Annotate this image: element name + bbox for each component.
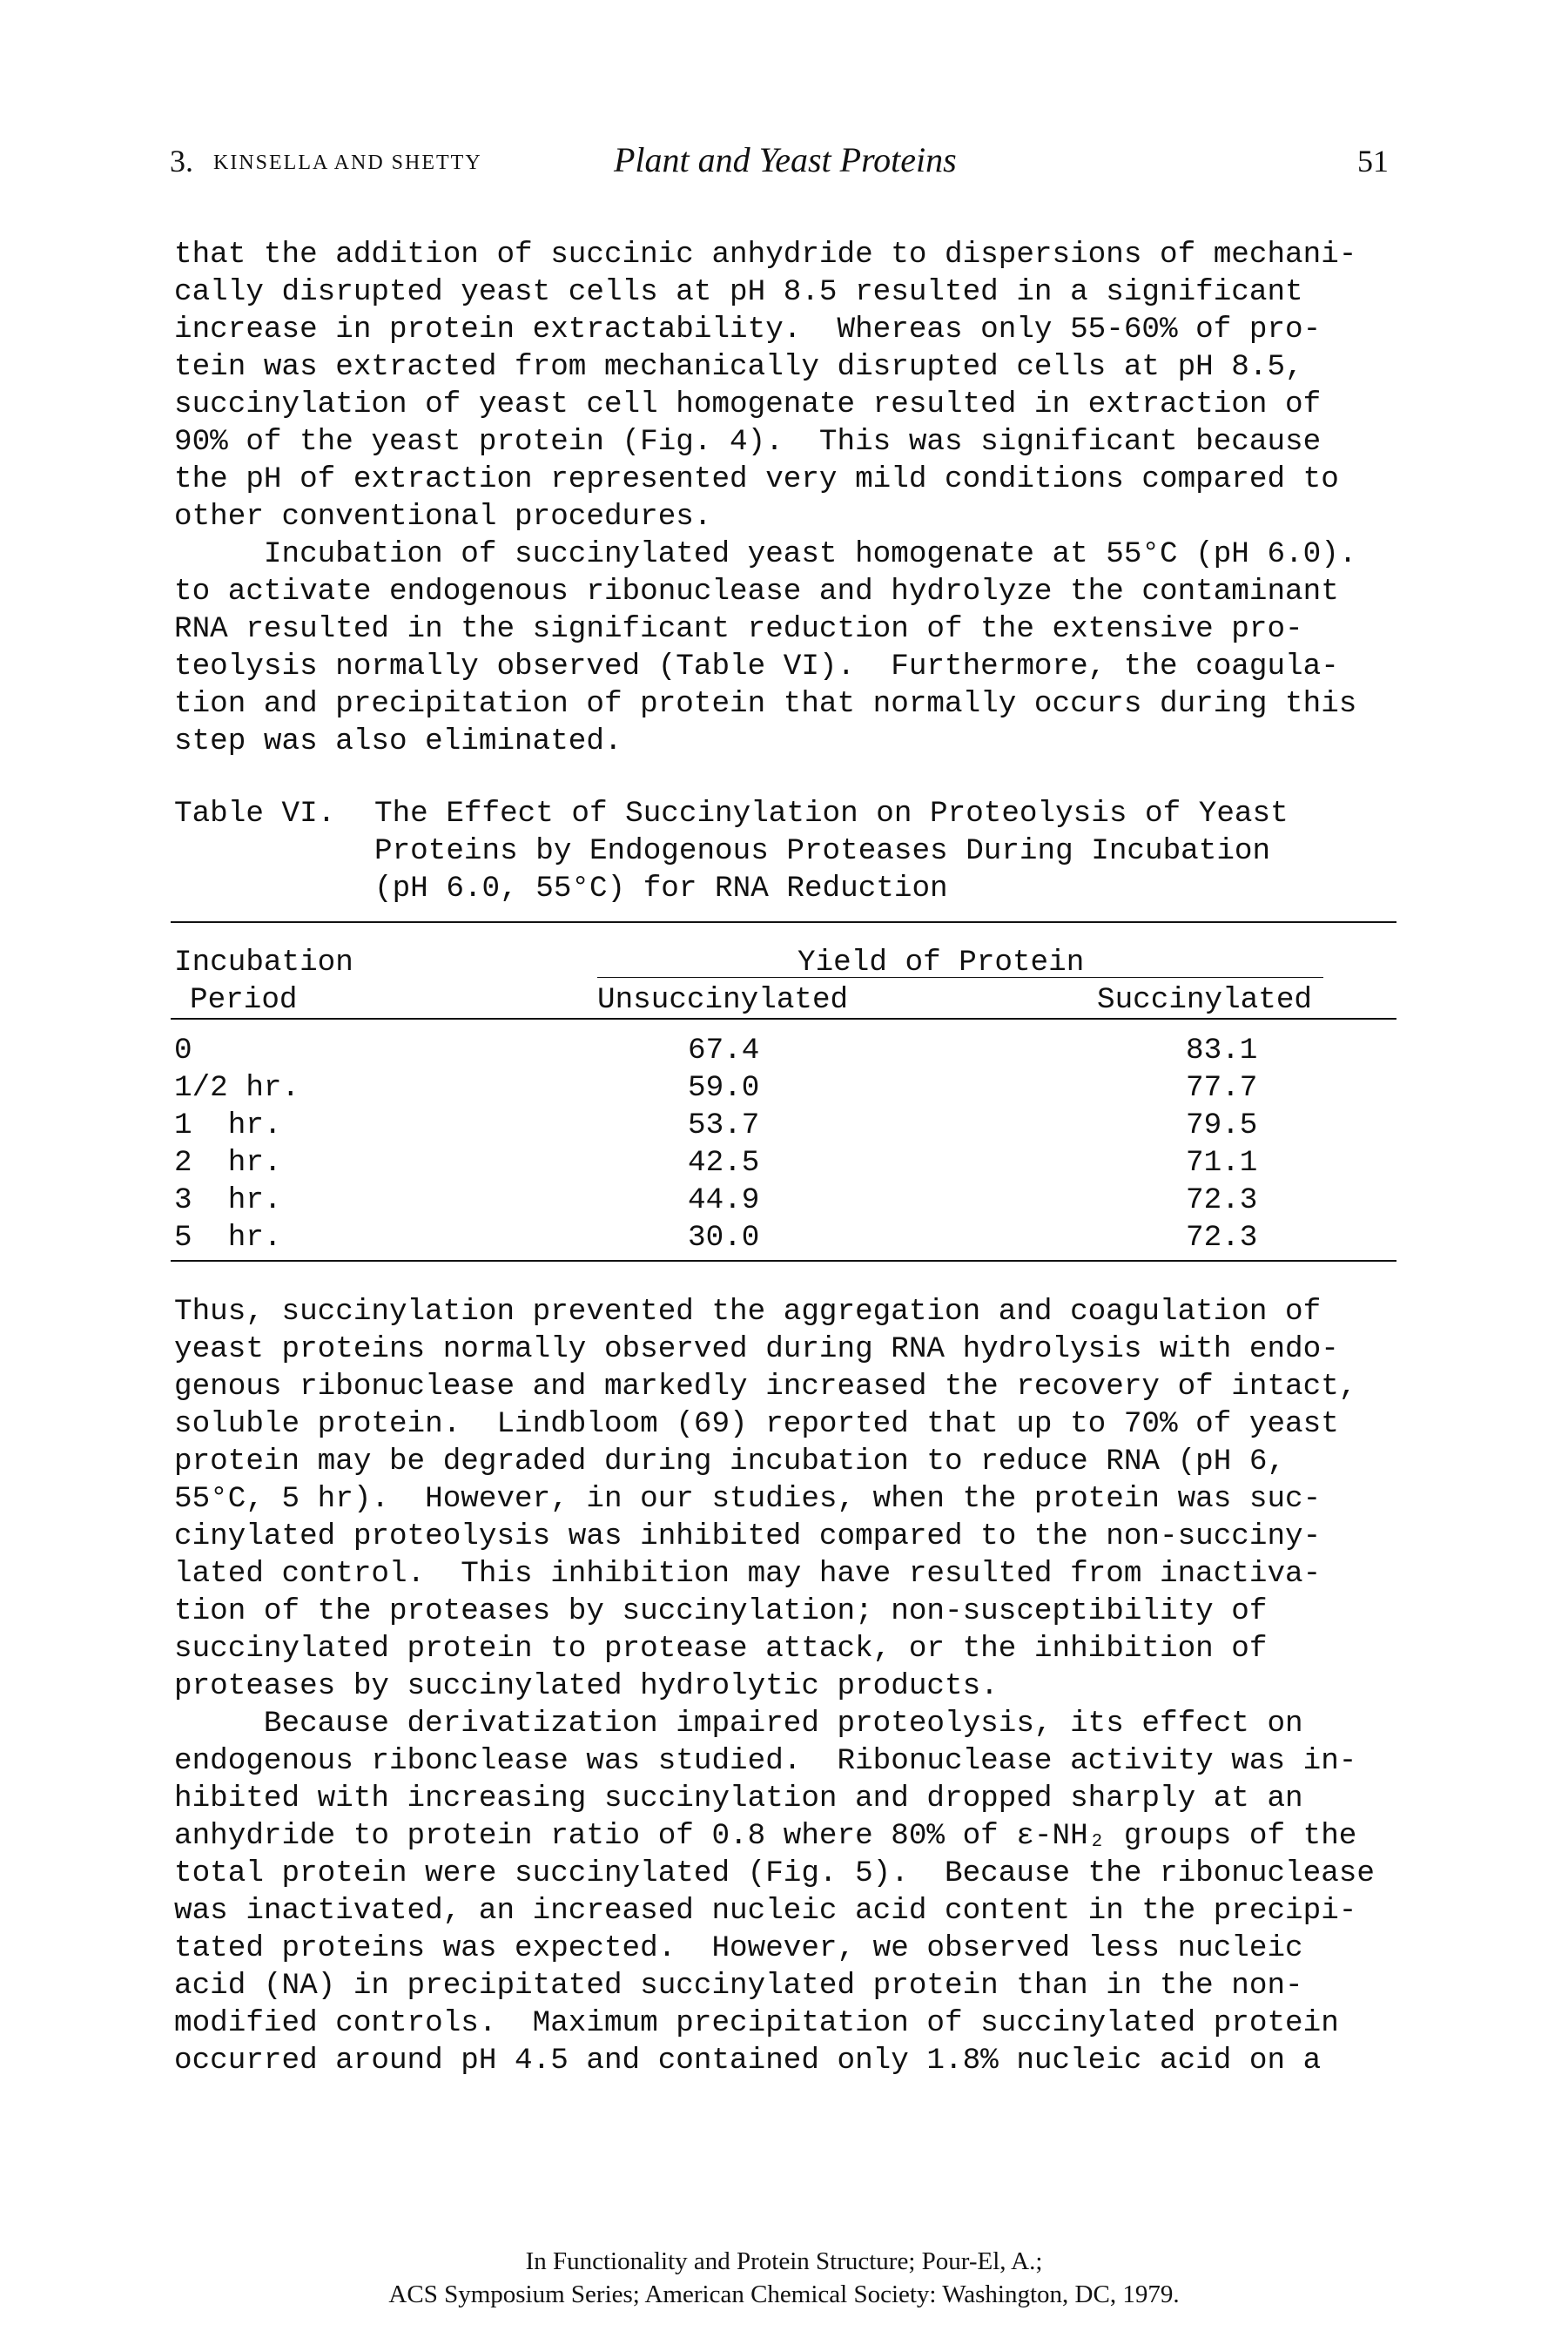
row-unsuccinylated-value: 67.4 [688, 1034, 760, 1068]
row-period: 1 hr. [174, 1108, 282, 1142]
header-succinylated: Succinylated [1097, 983, 1312, 1017]
body-paragraph-1: that the addition of succinic anhydride … [174, 238, 1357, 758]
row-period: 3 hr. [174, 1183, 282, 1217]
chapter-number: 3. [170, 144, 193, 179]
citation-line-1: In Functionality and Protein Structure; … [525, 2247, 1043, 2275]
row-succinylated-value: 83.1 [1186, 1034, 1258, 1068]
row-succinylated-value: 72.3 [1186, 1221, 1258, 1255]
row-unsuccinylated-value: 53.7 [688, 1108, 760, 1142]
running-head-authors: KINSELLA AND SHETTY [213, 152, 482, 174]
header-yield-of-protein: Yield of Protein [797, 946, 1085, 980]
table-bottom-rule [171, 1260, 1396, 1262]
row-period: 2 hr. [174, 1146, 282, 1180]
citation-line-2: ACS Symposium Series; American Chemical … [388, 2280, 1180, 2308]
header-group-rule [597, 977, 1323, 978]
table-top-rule [171, 921, 1396, 923]
table-caption-text: The Effect of Succinylation on Proteolys… [374, 797, 1289, 906]
row-period: 5 hr. [174, 1221, 282, 1255]
header-period: Period [190, 983, 298, 1017]
row-succinylated-value: 79.5 [1186, 1108, 1258, 1142]
running-head: 3. KINSELLA AND SHETTY Plant and Yeast P… [170, 139, 1389, 188]
header-unsuccinylated: Unsuccinylated [597, 983, 849, 1017]
page-number: 51 [1357, 144, 1389, 179]
row-succinylated-value: 77.7 [1186, 1071, 1258, 1105]
table-label: Table VI. [174, 797, 336, 831]
body-paragraph-2: Thus, succinylation prevented the aggreg… [174, 1295, 1375, 2078]
citation-footer: In Functionality and Protein Structure; … [0, 2245, 1568, 2311]
table-header-rule [171, 1018, 1396, 1020]
row-unsuccinylated-value: 59.0 [688, 1071, 760, 1105]
row-unsuccinylated-value: 44.9 [688, 1183, 760, 1217]
running-head-title: Plant and Yeast Proteins [614, 140, 957, 179]
row-succinylated-value: 71.1 [1186, 1146, 1258, 1180]
header-incubation: Incubation [174, 946, 353, 980]
row-succinylated-value: 72.3 [1186, 1183, 1258, 1217]
row-unsuccinylated-value: 30.0 [688, 1221, 760, 1255]
row-period: 1/2 hr. [174, 1071, 300, 1105]
row-period: 0 [174, 1034, 192, 1068]
row-unsuccinylated-value: 42.5 [688, 1146, 760, 1180]
